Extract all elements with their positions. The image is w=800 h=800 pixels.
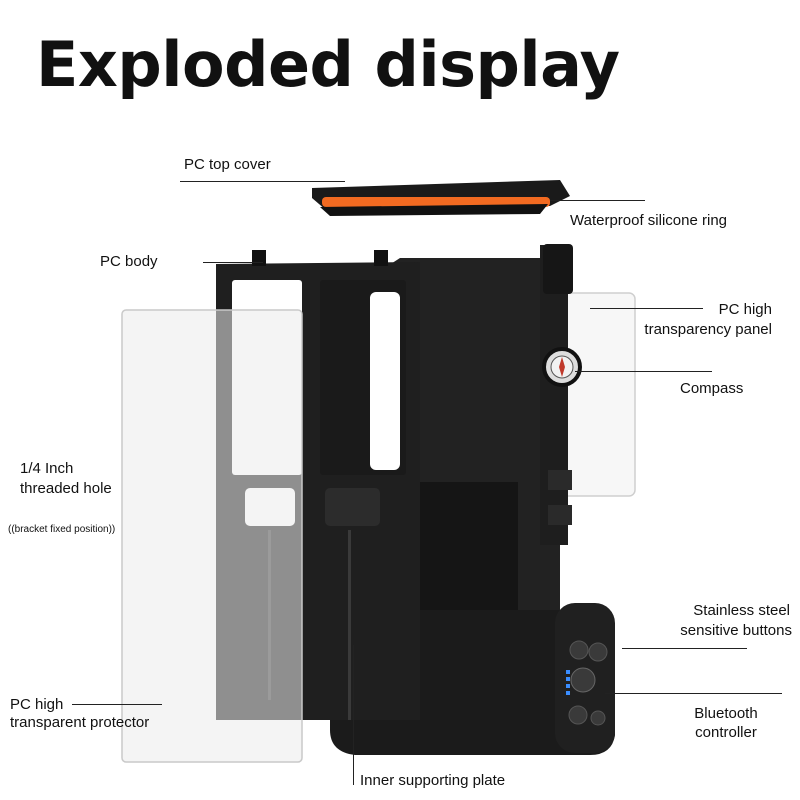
silicone-ring [322,197,550,207]
label-protector-line1: PC high [10,696,64,713]
label-controller-line1: Bluetooth [694,705,758,722]
label-threaded-hole-line2: threaded hole [20,480,112,497]
page-title: Exploded display [36,28,620,101]
leader-inner-plate [353,645,354,785]
label-threaded-hole-line1: 1/4 Inch [20,460,74,477]
label-transparency-panel-line1: PC high [718,301,772,318]
label-bracket-note: ((bracket fixed position)) [8,524,116,535]
leader-buttons [622,648,747,649]
case-housing [330,244,615,755]
leader-transparency-panel [590,308,703,309]
label-inner-plate: Inner supporting plate [360,772,506,789]
leader-protector [72,704,162,705]
leader-controller [605,693,782,694]
label-controller-line2: controller [695,724,757,741]
label-waterproof-ring: Waterproof silicone ring [570,212,728,229]
label-transparency-panel-line2: transparency panel [644,321,772,338]
top-cover [312,180,570,216]
leader-silicone-ring [550,200,645,201]
label-stainless-buttons-line1: Stainless steel [693,602,790,619]
leader-compass [575,371,712,372]
label-protector-line2: transparent protector [10,714,150,731]
label-compass: Compass [680,380,744,397]
transparent-protector [121,309,303,763]
leader-pc-body [203,262,263,263]
leader-top-cover [180,181,345,182]
label-stainless-buttons-line2: sensitive buttons [680,622,792,639]
label-pc-body: PC body [100,253,158,270]
label-pc-top-cover: PC top cover [184,156,271,173]
